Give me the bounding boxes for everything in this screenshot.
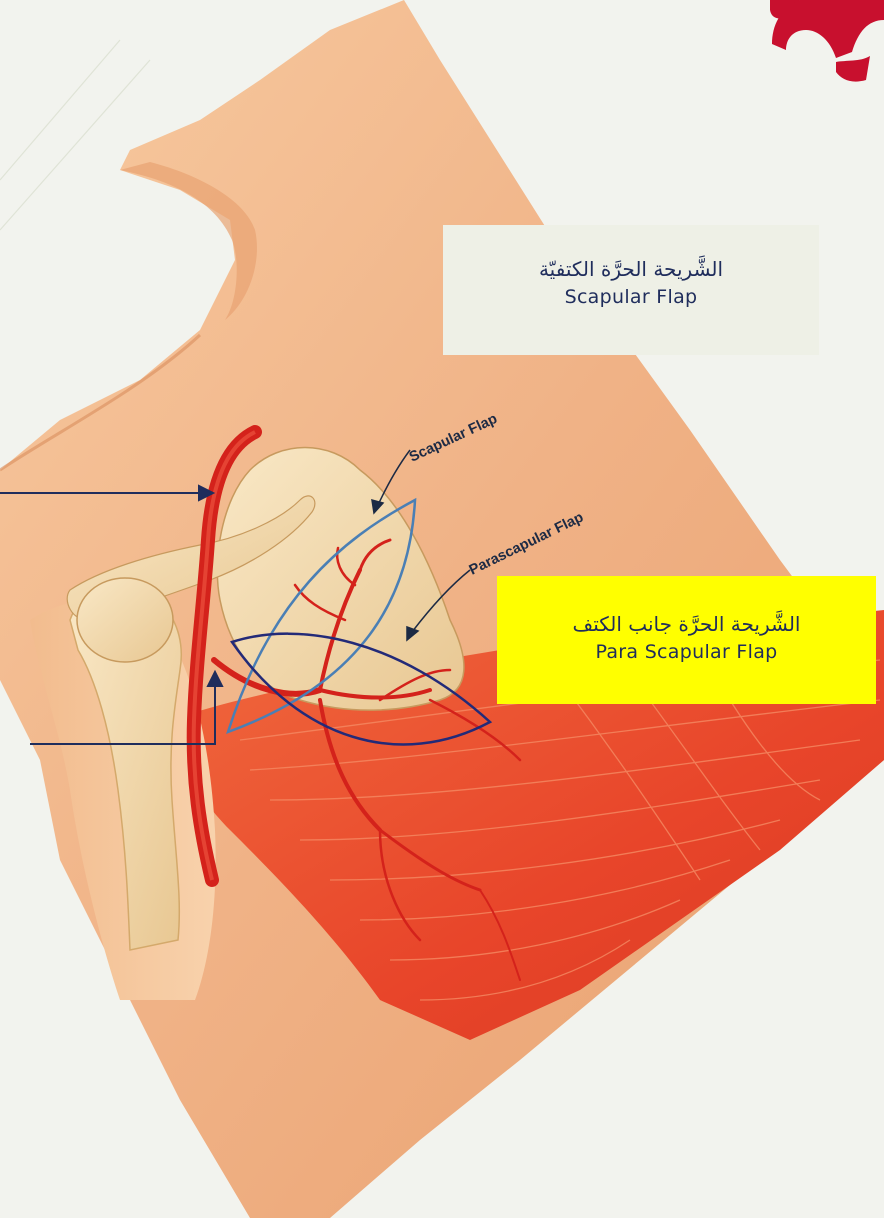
logo [770, 0, 884, 82]
callout-scapular-flap: الشَّريحة الحرَّة الكتفيّة Scapular Flap [443, 225, 819, 355]
callout-parascapular-arabic: الشَّريحة الحرَّة جانب الكتف [497, 610, 876, 638]
callout-parascapular-flap: الشَّريحة الحرَّة جانب الكتف Para Scapul… [497, 576, 876, 704]
callout-scapular-arabic: الشَّريحة الحرَّة الكتفيّة [443, 255, 819, 283]
decorative-lines [0, 40, 150, 230]
callout-parascapular-english: Para Scapular Flap [497, 638, 876, 666]
callout-scapular-english: Scapular Flap [443, 283, 819, 311]
humeral-head [77, 578, 173, 662]
